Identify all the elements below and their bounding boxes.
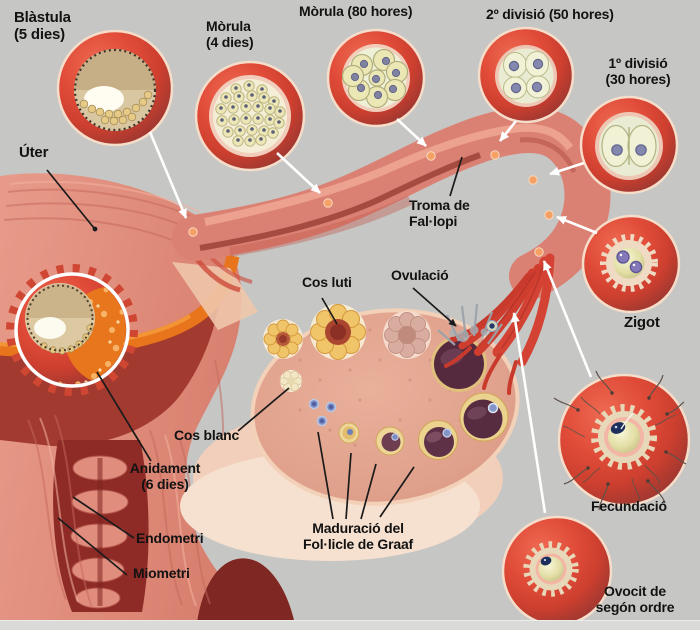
label-ovulacio: Ovulació [391,267,449,283]
label-maduracio-follicle: Maduració del Fol·licle de Graaf [303,520,413,552]
fecundacio-inset-circle [553,370,691,511]
follicle-stage-4 [459,392,509,442]
label-miometri: Miometri [133,565,190,581]
ovocit-inset-circle [501,515,613,627]
label-cos-luti: Cos luti [302,274,352,290]
corpus-albicans [279,370,303,392]
label-troma-fallopi: Troma de Fal·lopi [409,197,470,229]
follicle-stage-2 [375,426,405,456]
tube-lumen [199,152,482,251]
anidament-inset-circle [6,264,138,396]
sperm-cells [553,370,687,511]
fallopian-tube [172,107,611,299]
sperm-tails [562,396,677,502]
label-blastula: Blàstula (5 dies) [14,9,71,43]
follicle-stage-1 [338,422,360,444]
follicle-stage-3 [418,420,458,460]
egg-path-dots [188,150,554,257]
label-1a-divisio: 1º divisió (30 hores) [605,55,671,87]
follicle-graaf-mature [431,336,487,392]
blastula-inset-circle [56,29,174,147]
broad-ligament [172,262,258,330]
white-leader-lines [148,118,598,514]
division1-inset-circle [579,95,679,195]
zigot-inset-circle [581,214,681,314]
label-uter: Úter [19,144,49,161]
label-anidament: Anidament (6 dies) [129,460,201,492]
bottom-strip [0,620,700,630]
corpus-luteum-regressing [383,311,431,359]
label-morula-4dies: Mòrula (4 dies) [206,18,254,50]
label-ovocit: Ovocit de segón ordre [595,583,675,615]
label-cos-blanc: Cos blanc [174,427,240,443]
ovulation-burst [437,303,503,346]
label-endometri: Endometri [136,530,204,546]
uter-pointer-dot [92,226,98,232]
cervix-shadow [196,558,296,630]
black-leader-lines [46,156,463,576]
primordial-follicles [308,398,337,427]
division2-inset-circle [477,26,575,124]
label-fecundacio: Fecundació [591,498,667,514]
morula-80h-inset-circle [326,28,426,128]
label-2a-divisio: 2º divisió (50 hores) [486,6,614,22]
corpus-luteum-small [263,319,303,359]
label-zigot: Zigot [624,314,660,331]
label-morula-80hores: Mòrula (80 hores) [299,3,413,19]
corpus-luteum-large [310,304,366,360]
morula-4days-inset-circle [194,60,306,172]
